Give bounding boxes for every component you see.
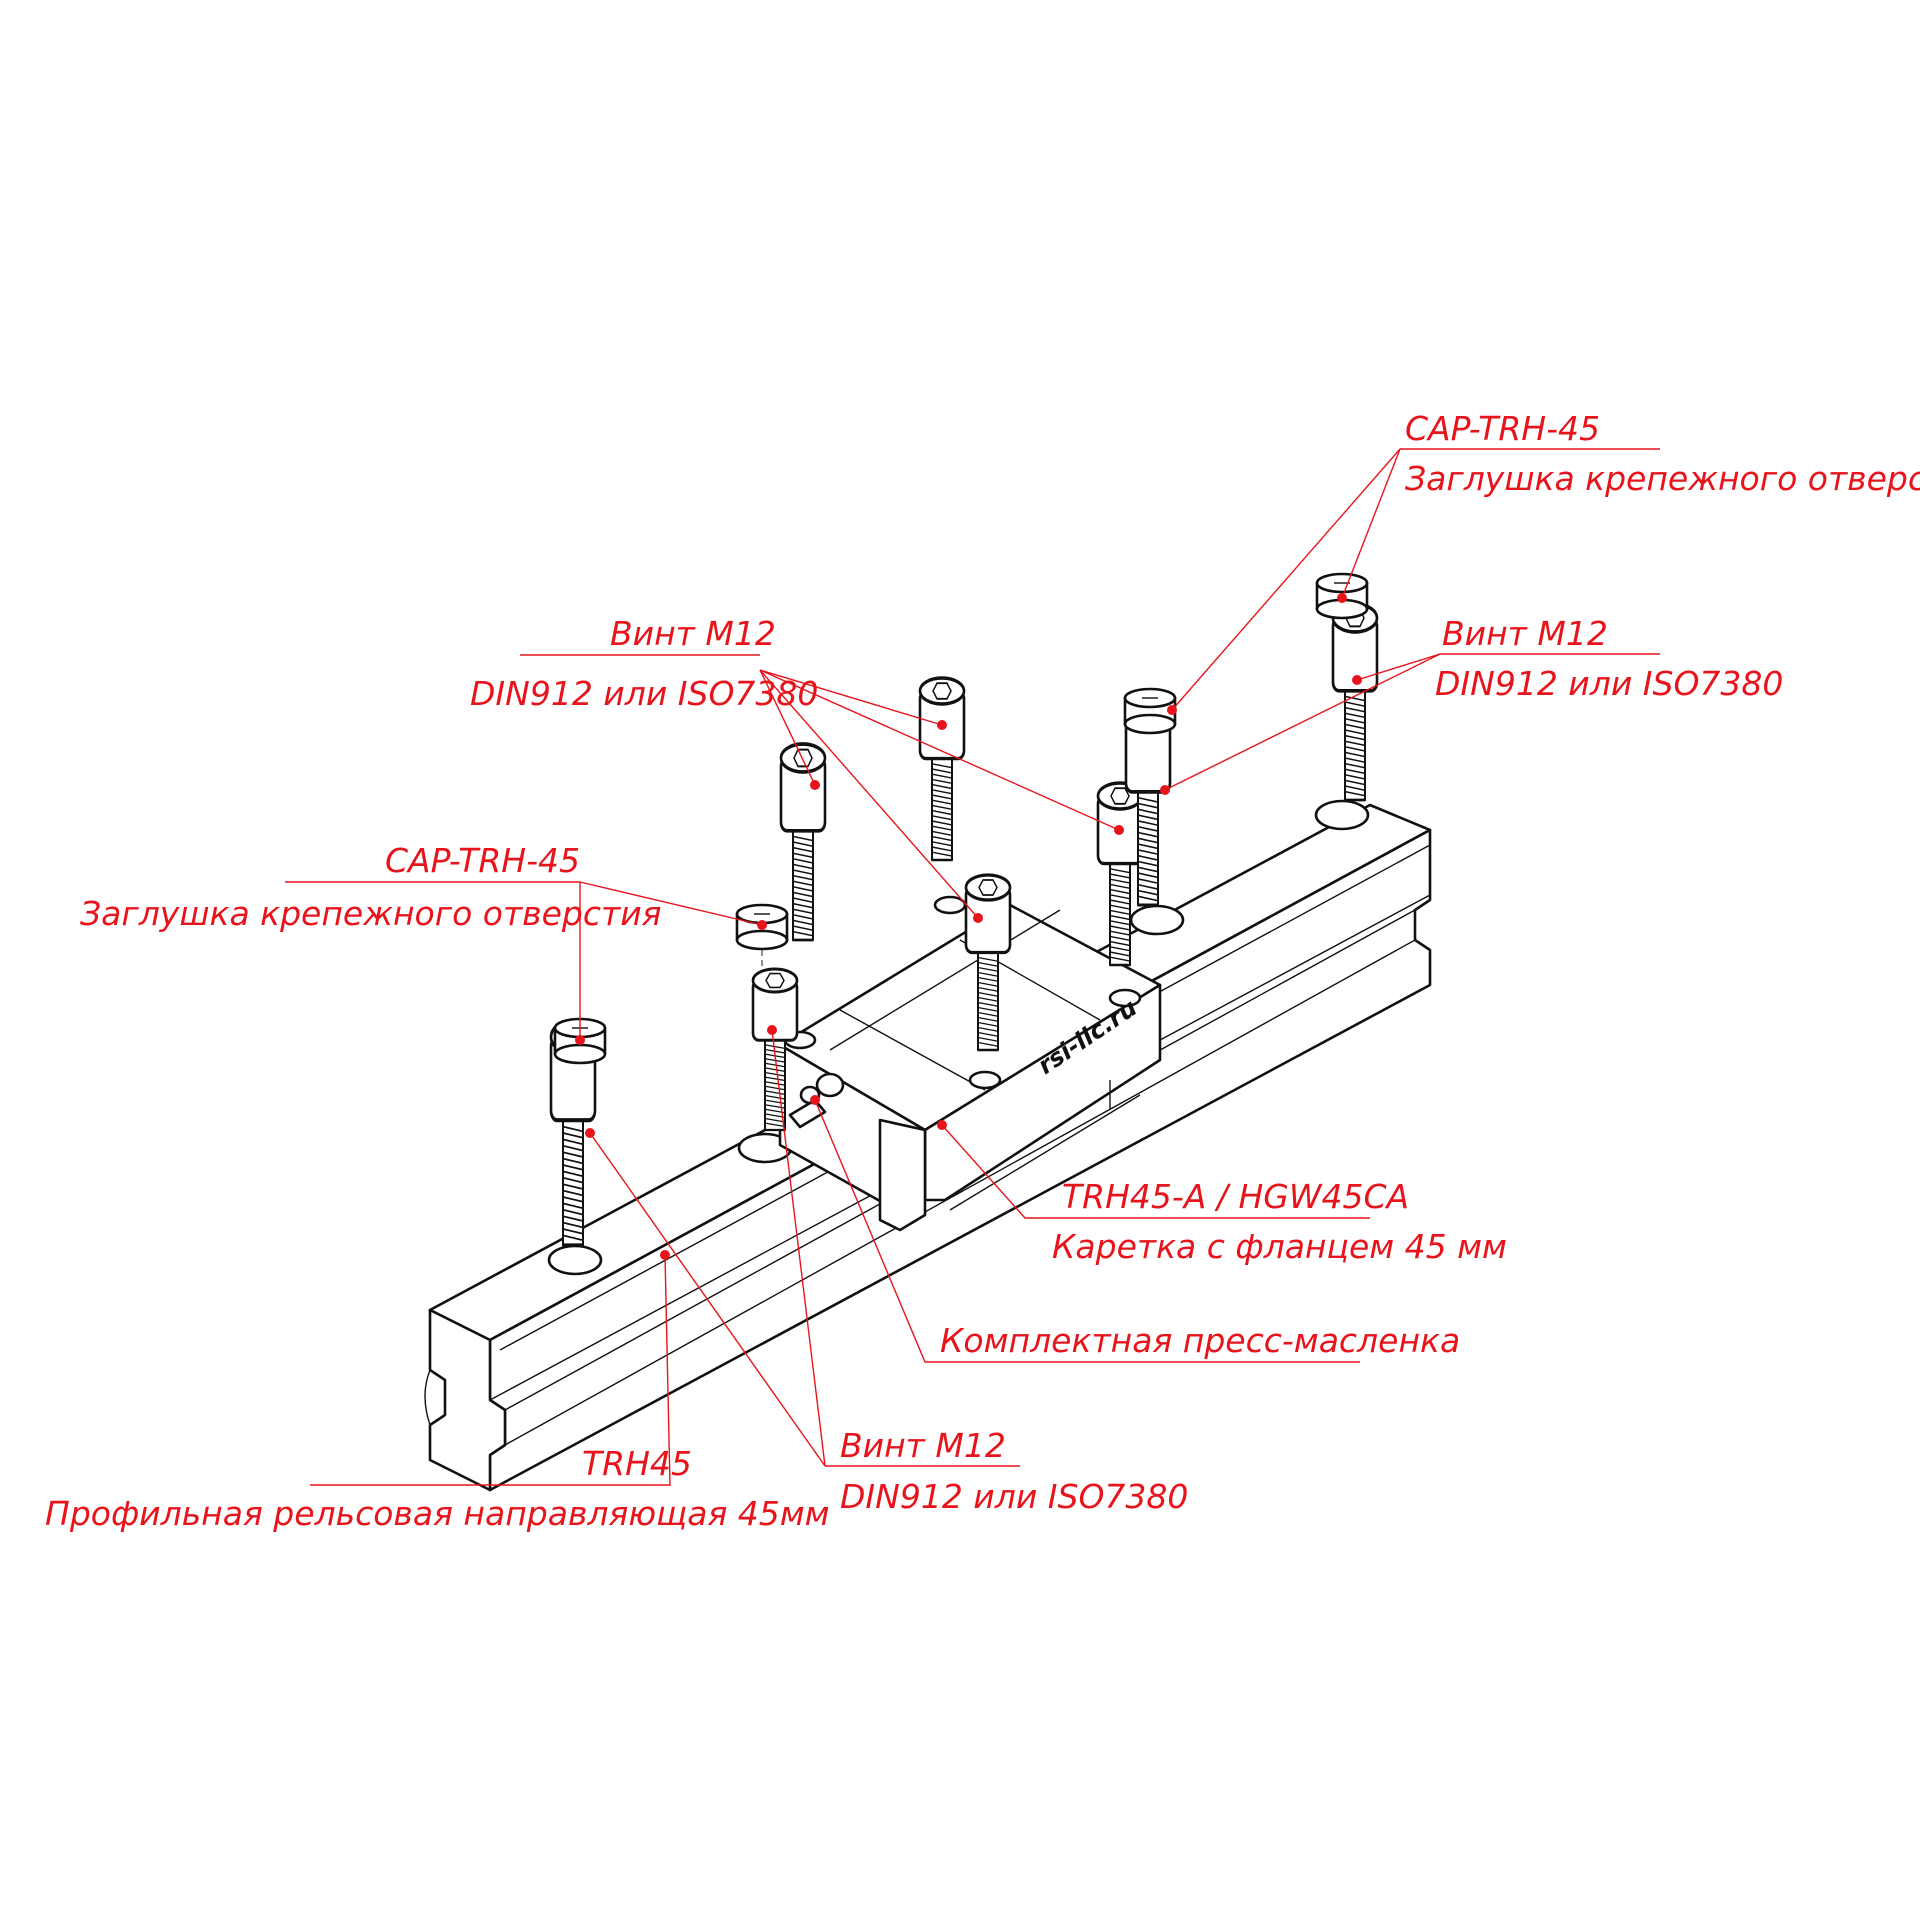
bolt-bottom-code: Винт M12 — [840, 1426, 1006, 1465]
bolt-right-code: Винт M12 — [1442, 614, 1608, 653]
bolt-top-desc: DIN912 или ISO7380 — [470, 674, 818, 713]
bolt-bottom-desc: DIN912 или ISO7380 — [840, 1477, 1188, 1516]
cap-right-desc: Заглушка крепежного отверстия — [1405, 459, 1920, 498]
cap-right-code: CAP-TRH-45 — [1405, 409, 1600, 448]
callout-labels: CAP-TRH-45 Заглушка крепежного отверстия… — [45, 409, 1920, 1533]
carriage-code: TRH45-A / HGW45CA — [1062, 1177, 1409, 1216]
leader-lines — [285, 448, 1660, 1486]
bolt-rail-right-upper — [1331, 602, 1379, 802]
bolt-carriage-back-left — [918, 676, 966, 862]
bolt-right-desc: DIN912 или ISO7380 — [1435, 664, 1783, 703]
rail-code: TRH45 — [582, 1444, 692, 1483]
cap-left-code: CAP-TRH-45 — [385, 841, 580, 880]
rail-desc: Профильная рельсовая направляющая 45мм — [45, 1494, 830, 1533]
grease-desc: Комплектная пресс-масленка — [940, 1321, 1460, 1360]
carriage-block: rsi-llc.ru — [778, 895, 1162, 1232]
cap-left-desc: Заглушка крепежного отверстия — [80, 894, 662, 933]
bolt-rail-left-upper — [779, 742, 827, 942]
carriage-desc: Каретка с фланцем 45 мм — [1052, 1227, 1507, 1266]
grease-nipple-icon — [788, 1072, 845, 1129]
rail-mounting-holes — [547, 799, 1370, 1276]
bolt-top-code: Винт M12 — [610, 614, 776, 653]
